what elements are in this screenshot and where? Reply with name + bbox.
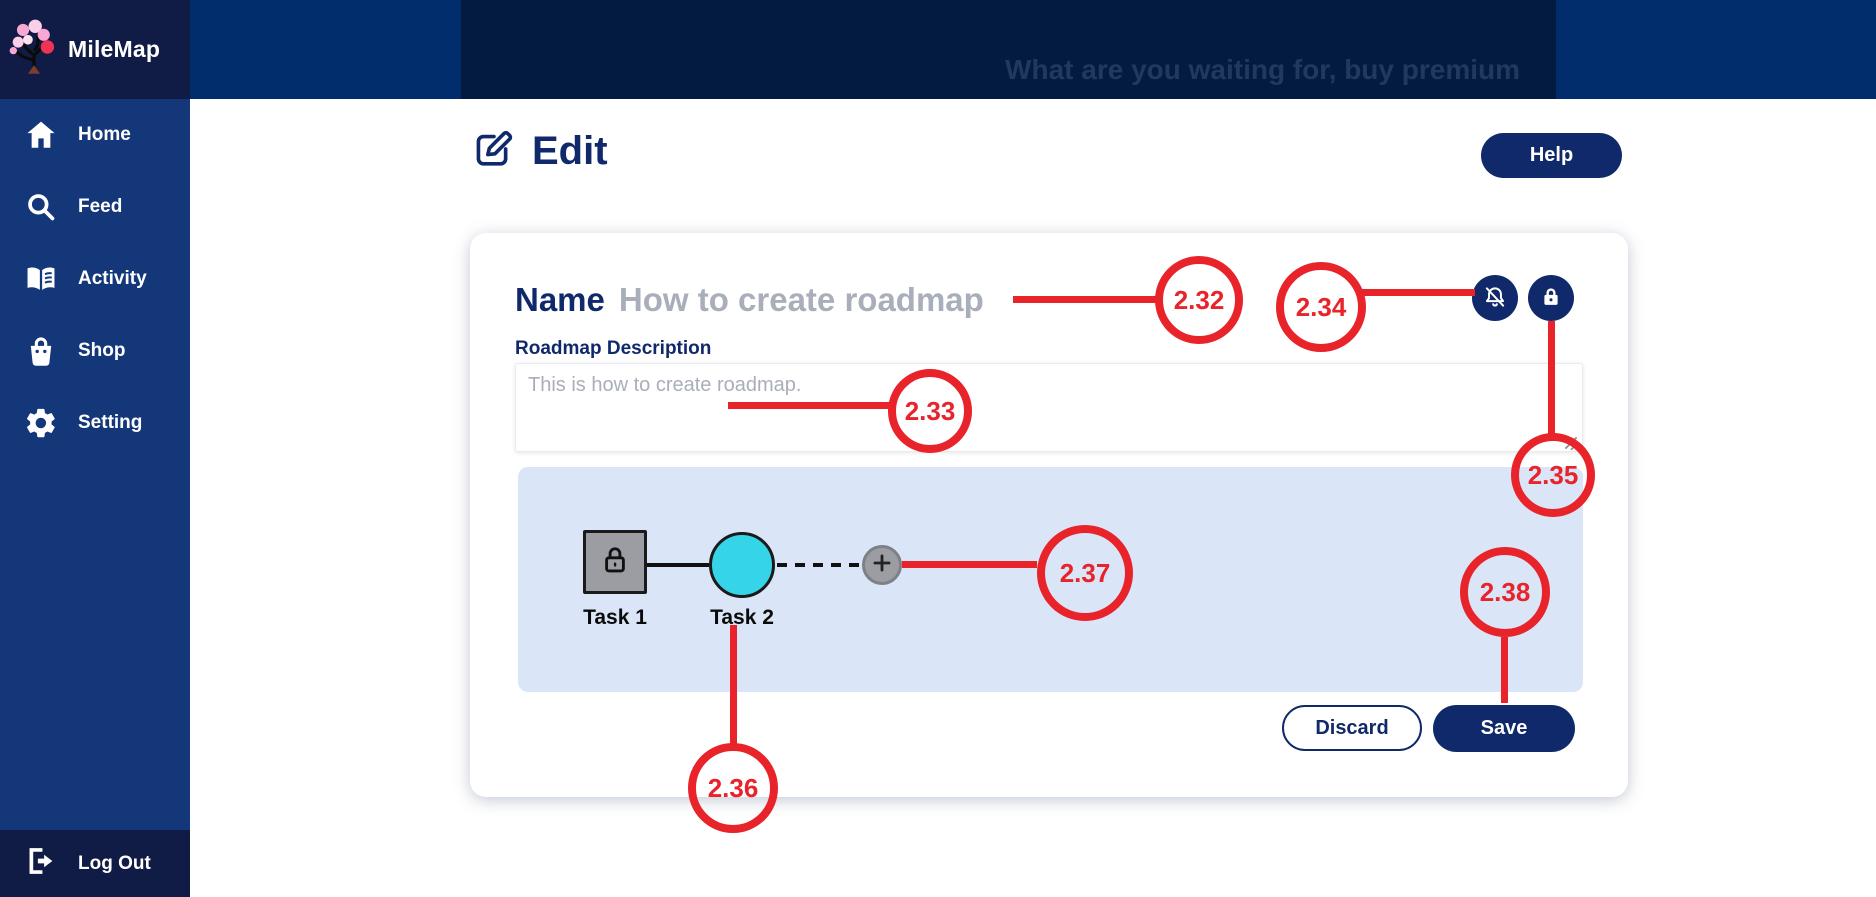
- description-textarea[interactable]: [515, 363, 1583, 452]
- help-button-label: Help: [1529, 144, 1574, 166]
- search-icon: [24, 190, 58, 224]
- page-title: Edit: [532, 129, 608, 173]
- logout-icon: [24, 844, 58, 883]
- sidebar-item-feed[interactable]: Feed: [0, 171, 190, 243]
- gear-icon: [24, 406, 58, 440]
- annotation-circle-2-32: 2.32: [1155, 256, 1243, 344]
- annotation-circle-2-35: 2.35: [1511, 433, 1595, 517]
- promo-text: What are you waiting for, buy premium: [1005, 54, 1520, 85]
- task-label: Task 1: [583, 606, 647, 629]
- brand-name: MileMap: [68, 36, 161, 62]
- page-header: Edit: [470, 126, 608, 177]
- lock-icon: [1538, 284, 1564, 313]
- annotation-line-2-37: [902, 561, 1037, 568]
- sidebar-item-label: Feed: [78, 196, 123, 217]
- discard-button[interactable]: Discard: [1282, 705, 1422, 751]
- annotation-circle-2-34: 2.34: [1276, 262, 1366, 352]
- save-button[interactable]: Save: [1433, 705, 1575, 752]
- name-label: Name: [515, 281, 605, 318]
- plus-icon: [869, 550, 895, 581]
- sidebar-item-shop[interactable]: Shop: [0, 315, 190, 387]
- annotation-line-2-35: [1548, 321, 1555, 435]
- annotation-circle-2-37: 2.37: [1037, 525, 1133, 621]
- premium-promo-banner: What are you waiting for, buy premium: [461, 0, 1556, 99]
- annotation-label: 2.38: [1479, 576, 1531, 607]
- save-button-label: Save: [1480, 717, 1528, 739]
- task-connector-solid: [647, 563, 709, 567]
- sidebar-item-label: Shop: [78, 340, 126, 361]
- sidebar-item-home[interactable]: Home: [0, 99, 190, 171]
- shopping-bag-icon: [24, 334, 58, 368]
- annotation-label: 2.32: [1173, 284, 1225, 315]
- add-task-button[interactable]: [862, 545, 902, 585]
- task-connector-dashed: [777, 563, 862, 567]
- sidebar-item-activity[interactable]: Activity: [0, 243, 190, 315]
- annotation-line-2-34: [1362, 289, 1475, 296]
- lock-outline-icon: [596, 541, 634, 584]
- sidebar-item-setting[interactable]: Setting: [0, 387, 190, 459]
- annotation-line-2-32: [1013, 296, 1157, 303]
- annotation-label: 2.33: [904, 395, 956, 426]
- annotation-line-2-38: [1501, 637, 1508, 703]
- bell-off-icon: [1481, 283, 1509, 314]
- logout-button[interactable]: Log Out: [0, 830, 190, 897]
- task-node-circle[interactable]: [709, 532, 775, 598]
- blossom-tree-logo-icon: [8, 19, 60, 80]
- sidebar-header: MileMap: [0, 0, 190, 99]
- roadmap-name-row: Name How to create roadmap: [515, 281, 984, 319]
- sidebar-item-label: Home: [78, 124, 131, 145]
- annotation-label: 2.37: [1059, 557, 1111, 588]
- task-node-locked[interactable]: [583, 530, 647, 594]
- annotation-circle-2-38: 2.38: [1460, 547, 1550, 637]
- annotation-circle-2-33: 2.33: [888, 369, 972, 453]
- annotation-line-2-33: [728, 402, 890, 409]
- help-button[interactable]: Help: [1481, 133, 1622, 178]
- sidebar-item-label: Setting: [78, 412, 143, 433]
- description-label: Roadmap Description: [515, 338, 712, 359]
- sidebar-item-label: Activity: [78, 268, 147, 289]
- task-label: Task 2: [710, 606, 774, 629]
- logout-label: Log Out: [78, 852, 151, 874]
- home-icon: [24, 118, 58, 152]
- edit-pencil-icon: [470, 126, 516, 177]
- roadmap-name-value[interactable]: How to create roadmap: [618, 281, 984, 318]
- sidebar: MileMap Home Feed: [0, 0, 190, 897]
- annotation-label: 2.35: [1527, 459, 1579, 490]
- sidebar-nav: Home Feed Activity: [0, 99, 190, 459]
- annotation-line-2-36: [730, 625, 737, 745]
- annotation-circle-2-36: 2.36: [688, 743, 778, 833]
- discard-button-label: Discard: [1315, 716, 1389, 739]
- privacy-lock-button[interactable]: [1528, 275, 1574, 321]
- annotation-label: 2.36: [707, 772, 759, 803]
- roadmap-edit-card: Name How to create roadmap Roadmap Descr…: [470, 233, 1628, 797]
- topbar: What are you waiting for, buy premium: [190, 0, 1876, 99]
- book-icon: [24, 262, 58, 296]
- mute-notifications-button[interactable]: [1472, 275, 1518, 321]
- annotation-label: 2.34: [1295, 291, 1347, 322]
